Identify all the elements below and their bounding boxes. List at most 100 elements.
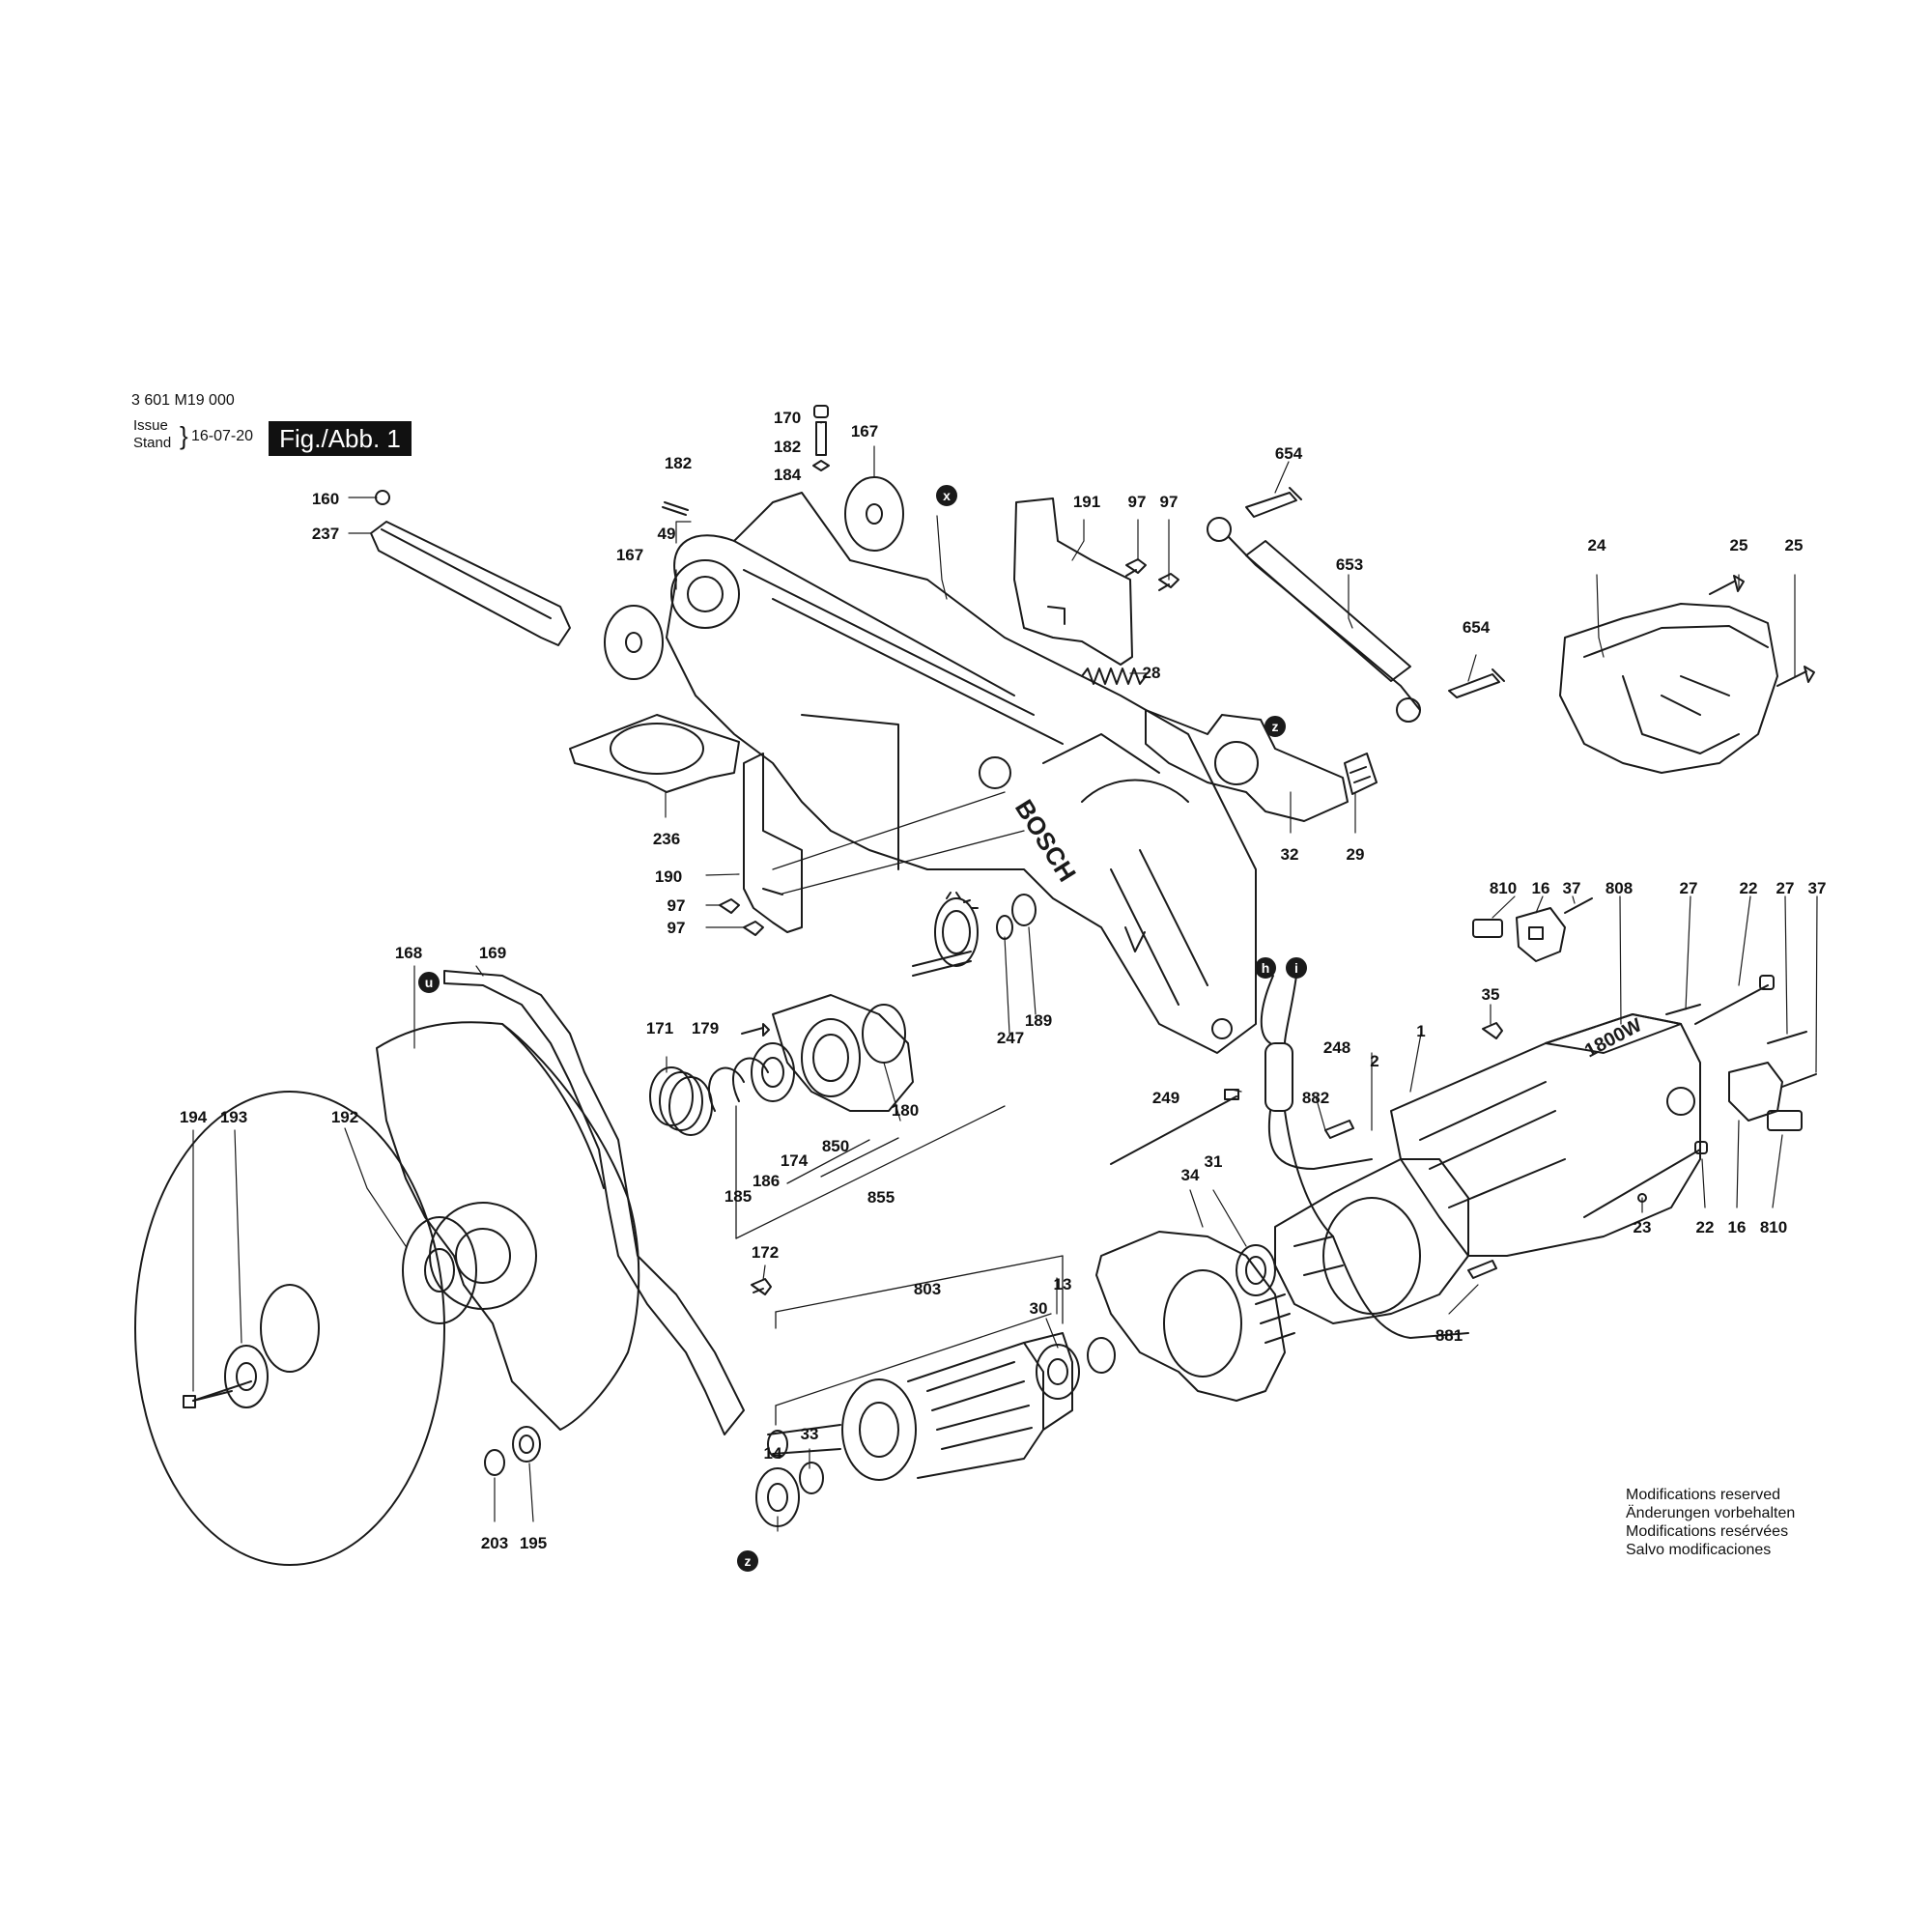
part-label: 160 xyxy=(312,490,339,508)
part-label: 248 xyxy=(1323,1038,1350,1057)
part-label: 28 xyxy=(1143,664,1161,682)
flange-180 xyxy=(772,994,914,1112)
part-label: 182 xyxy=(665,454,692,472)
part-label: 16 xyxy=(1532,879,1550,897)
note-line: Modifications resérvées xyxy=(1626,1523,1789,1540)
brace-glyph: } xyxy=(180,421,188,450)
part-label: 185 xyxy=(724,1187,752,1206)
part-label: 171 xyxy=(646,1019,673,1037)
bracket-32 xyxy=(1145,709,1349,822)
part-label: 186 xyxy=(753,1172,780,1190)
screw-22-top xyxy=(1694,975,1775,1025)
clip-29 xyxy=(1344,753,1378,795)
brush-810-bottom xyxy=(1767,1110,1803,1131)
circlip-185 xyxy=(708,1066,745,1112)
guard-168 xyxy=(376,1021,640,1431)
marker-h-label: h xyxy=(1262,960,1270,976)
gear-850 xyxy=(912,892,979,977)
leader-lines xyxy=(192,422,1818,1532)
leader-lines-arm xyxy=(772,791,1025,895)
part-label: 22 xyxy=(1740,879,1758,897)
screw-194 xyxy=(183,1390,233,1408)
marker-i xyxy=(1286,957,1307,979)
screw-37-top xyxy=(1564,897,1593,914)
strut-653 xyxy=(1207,517,1421,723)
part-label: 803 xyxy=(914,1280,941,1298)
brush-810-top xyxy=(1472,919,1503,938)
figure-label: Fig./Abb. 1 xyxy=(269,421,412,456)
part-label: 810 xyxy=(1490,879,1517,897)
spring-171 xyxy=(649,1066,713,1136)
part-label: 24 xyxy=(1588,536,1606,554)
part-label: 25 xyxy=(1730,536,1748,554)
part-label: 97 xyxy=(1160,493,1179,511)
part-label: 49 xyxy=(658,525,676,543)
modification-notes: Modifications reserved Änderungen vorbeh… xyxy=(1626,1486,1795,1559)
part-label: 190 xyxy=(655,867,682,886)
ring-30 xyxy=(1087,1337,1116,1374)
part-label: 170 xyxy=(774,409,801,427)
pin-654-bottom xyxy=(1448,668,1505,698)
washer-203 xyxy=(484,1449,505,1476)
part-label: 179 xyxy=(692,1019,719,1037)
part-label: 236 xyxy=(653,830,680,848)
part-label: 33 xyxy=(801,1425,819,1443)
screw-35 xyxy=(1482,1022,1503,1039)
ring-31 xyxy=(1236,1244,1276,1296)
part-label: 97 xyxy=(668,919,686,937)
cable-248 xyxy=(1260,975,1469,1339)
brand-text: BOSCH xyxy=(1009,794,1082,887)
part-label: 29 xyxy=(1347,845,1365,864)
part-label: 168 xyxy=(395,944,422,962)
part-label: 203 xyxy=(481,1534,508,1552)
part-label: 191 xyxy=(1073,493,1100,511)
nut-195 xyxy=(512,1426,541,1463)
part-label: 16 xyxy=(1728,1218,1747,1236)
note-line: Änderungen vorbehalten xyxy=(1626,1505,1796,1521)
issue-date: 16-07-20 xyxy=(191,428,254,444)
screw-172 xyxy=(751,1278,772,1295)
part-label: 808 xyxy=(1605,879,1633,897)
part-label: 27 xyxy=(1776,879,1795,897)
screw-37-bottom xyxy=(1781,1073,1817,1088)
part-label: 169 xyxy=(479,944,506,962)
part-label: 882 xyxy=(1302,1089,1329,1107)
part-label: 23 xyxy=(1634,1218,1652,1236)
plate-236 xyxy=(569,714,740,793)
part-label: 654 xyxy=(1275,444,1303,463)
terminal-27-bottom xyxy=(1767,1031,1807,1044)
part-label: 184 xyxy=(774,466,802,484)
part-label: 34 xyxy=(1181,1166,1200,1184)
part-label: 27 xyxy=(1680,879,1698,897)
screw-22-bottom xyxy=(1583,1141,1708,1218)
part-label: 97 xyxy=(668,896,686,915)
pin-654-top xyxy=(1245,487,1302,518)
part-label: 174 xyxy=(781,1151,809,1170)
marker-x xyxy=(936,485,957,506)
part-label: 37 xyxy=(1563,879,1581,897)
washer-167-top xyxy=(844,476,904,552)
part-label: 182 xyxy=(774,438,801,456)
screw-97-c xyxy=(719,898,740,914)
marker-z-top xyxy=(1264,716,1286,737)
ring-33 xyxy=(799,1462,824,1494)
part-label: 194 xyxy=(180,1108,208,1126)
part-label: 881 xyxy=(1435,1326,1463,1345)
screw-25-b xyxy=(1776,666,1815,687)
part-label: 180 xyxy=(892,1101,919,1120)
terminal-27-top xyxy=(1665,1004,1701,1015)
connector-881 xyxy=(1467,1260,1497,1279)
stator-2 xyxy=(1274,1158,1469,1324)
part-label: 13 xyxy=(1054,1275,1072,1293)
marker-h xyxy=(1255,957,1276,979)
bearing-13 xyxy=(1036,1344,1080,1400)
pin-182 xyxy=(662,501,689,516)
arm-housing-49 xyxy=(666,492,1257,1054)
part-label: 195 xyxy=(520,1534,547,1552)
marker-i-label: i xyxy=(1294,960,1298,976)
screw-97-d xyxy=(743,921,764,936)
ring-247-b xyxy=(996,915,1013,940)
part-label: 31 xyxy=(1205,1152,1223,1171)
connector-882 xyxy=(1324,1120,1354,1139)
